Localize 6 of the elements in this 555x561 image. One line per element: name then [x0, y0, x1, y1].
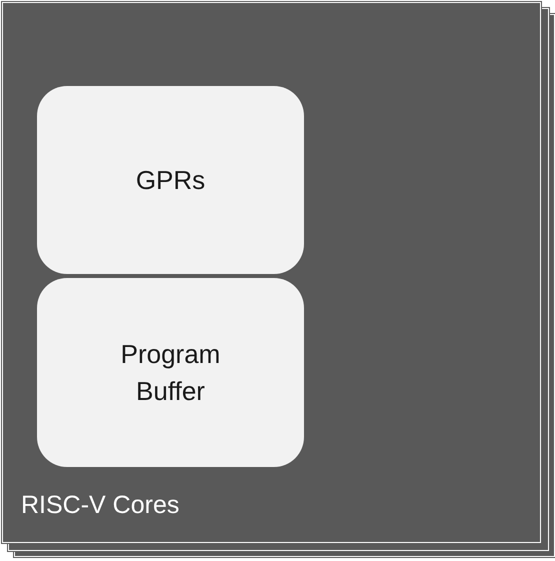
rounded-box	[37, 278, 304, 467]
group-title: RISC-V Cores	[21, 491, 180, 520]
core-group-panel	[2, 2, 541, 543]
rounded-box	[37, 86, 304, 274]
box-label: Program Buffer	[120, 338, 222, 408]
box-label: GPRs	[136, 164, 206, 197]
